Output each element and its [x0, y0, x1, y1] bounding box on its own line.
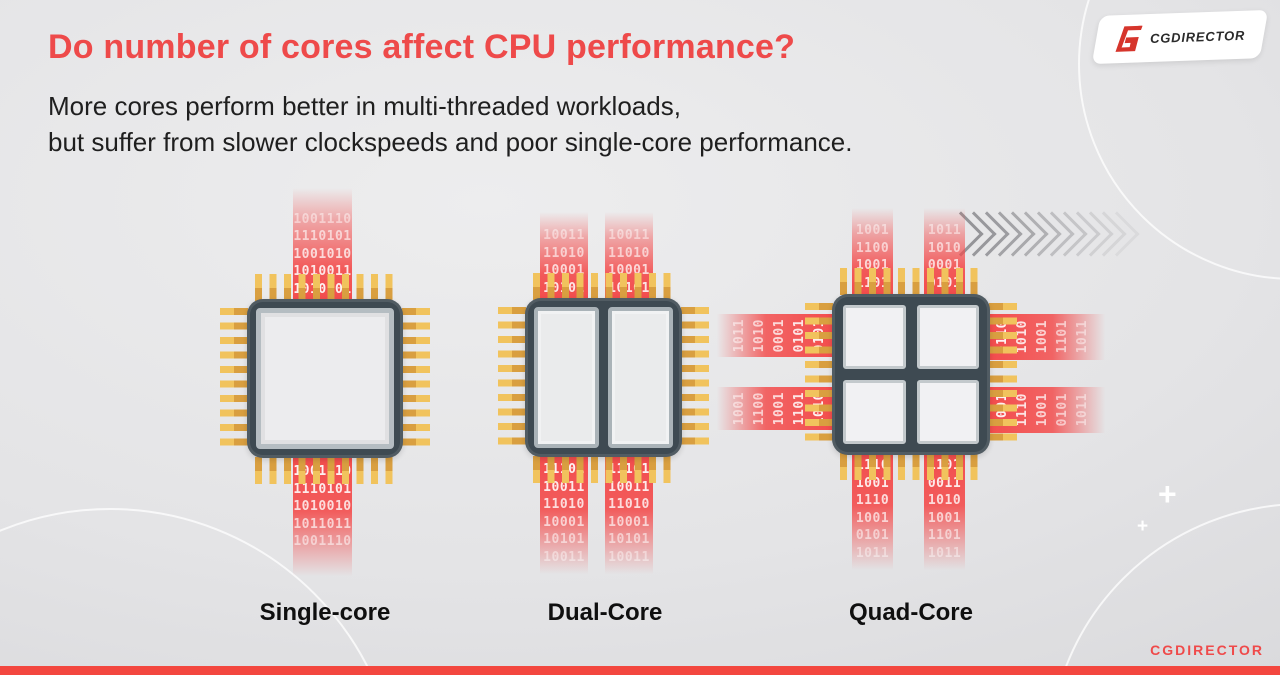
binary-value: 1100	[752, 391, 767, 426]
binary-value: 1001010	[293, 246, 352, 262]
binary-value: 10001	[543, 514, 585, 530]
cpu-pins-top	[255, 274, 395, 301]
binary-value: 1011	[1075, 393, 1090, 427]
plus-icon: +	[1137, 516, 1149, 537]
subtitle-line-2: but suffer from slower clockspeeds and p…	[48, 127, 853, 157]
binary-value: 10001	[608, 514, 650, 530]
binary-value: 1010	[752, 318, 767, 353]
binary-value: 1110	[855, 493, 890, 508]
cpu-pins-bottom	[533, 456, 673, 483]
cpu-core	[843, 305, 906, 369]
cpu-label-single-core: Single-core	[259, 599, 391, 626]
cpu-core	[843, 380, 906, 444]
cgdirector-logo-inner: CGDIRECTOR	[1115, 22, 1246, 53]
binary-value: 1010	[927, 240, 962, 256]
binary-value: 1010	[1015, 320, 1030, 354]
footer-brand-text: CGDIRECTOR	[1150, 642, 1264, 658]
cpu-label-dual-core: Dual-Core	[547, 599, 663, 626]
cgdirector-logo: CGDIRECTOR	[1091, 9, 1269, 65]
binary-value: 1101	[927, 528, 962, 543]
binary-value: 1001	[855, 223, 890, 238]
binary-value: 1011	[732, 318, 747, 353]
binary-value: 11010	[608, 497, 650, 512]
cpu-core	[534, 307, 599, 448]
quad-core-chip	[832, 294, 990, 455]
binary-value: 1110	[1015, 393, 1030, 427]
cpu-core	[256, 308, 394, 449]
binary-value: 1010010	[293, 499, 352, 514]
cpu-cores	[843, 305, 979, 444]
binary-value: 1001110	[293, 211, 352, 227]
binary-value: 1110101	[293, 229, 352, 244]
binary-value: 1101	[1055, 320, 1070, 354]
cpu-core	[916, 305, 979, 369]
page-title: Do number of cores affect CPU performanc…	[48, 28, 796, 66]
page-subtitle: More cores perform better in multi-threa…	[48, 88, 852, 160]
cpu-cores	[534, 307, 673, 448]
binary-value: 0101	[855, 528, 890, 543]
binary-value: 1001	[1035, 320, 1050, 354]
cpu-pins-bottom	[840, 453, 982, 480]
binary-value: 1011	[927, 545, 962, 561]
cpu-label-quad-core: Quad-Core	[848, 599, 973, 626]
binary-value: 1001	[732, 391, 747, 426]
binary-value: 1001	[927, 510, 962, 526]
binary-value: 11010	[608, 245, 650, 261]
cpu-pins-left	[220, 308, 248, 449]
binary-value: 10011	[543, 549, 585, 565]
binary-value: 10011	[543, 479, 585, 495]
plus-icon: +	[1158, 476, 1177, 512]
binary-value: 1001	[855, 510, 890, 526]
single-core-chip	[247, 299, 403, 458]
binary-value: 1011	[855, 545, 890, 561]
cpu-pins-top	[840, 268, 982, 295]
binary-value: 0101	[1055, 393, 1070, 427]
binary-value: 10011	[543, 228, 585, 243]
binary-value: 1110101	[293, 481, 352, 497]
cpu-pins-bottom	[255, 457, 395, 484]
binary-value: 11010	[543, 497, 585, 512]
binary-value: 10101	[608, 532, 650, 547]
binary-value: 1100	[855, 240, 890, 256]
cpu-core	[916, 380, 979, 444]
cgdirector-logo-mark-icon	[1115, 25, 1143, 52]
binary-value: 11010	[543, 245, 585, 261]
cpu-pins-right	[402, 308, 430, 449]
cpu-pins-left	[498, 307, 526, 448]
binary-value: 1001110	[293, 534, 352, 549]
cpu-core	[608, 307, 673, 448]
binary-value: 10011	[608, 479, 650, 495]
footer-accent-bar	[0, 666, 1280, 675]
binary-value: 10011	[608, 549, 650, 565]
binary-value: 1011011	[293, 516, 352, 532]
binary-value: 1001	[772, 391, 787, 426]
cpu-pins-right	[989, 303, 1017, 445]
speed-chevrons	[938, 202, 1140, 266]
cpu-pins-left	[805, 303, 833, 445]
subtitle-line-1: More cores perform better in multi-threa…	[48, 91, 681, 121]
binary-value: 10011	[608, 228, 650, 243]
cgdirector-logo-text: CGDIRECTOR	[1149, 27, 1246, 46]
cpu-pins-right	[681, 307, 709, 448]
binary-value: 1010	[927, 493, 962, 508]
dual-core-chip	[525, 298, 682, 457]
binary-value: 10101	[543, 532, 585, 547]
binary-value: 1011	[927, 223, 962, 238]
binary-value: 1011	[1075, 320, 1090, 354]
cpu-pins-top	[533, 273, 673, 300]
binary-value: 1001	[1035, 393, 1050, 427]
binary-value: 0001	[772, 318, 787, 353]
